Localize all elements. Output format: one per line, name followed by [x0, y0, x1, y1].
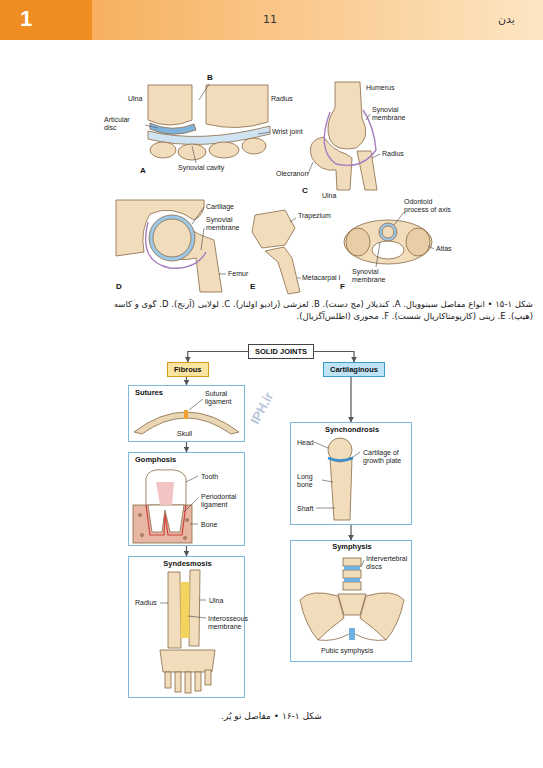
category-box: Fibrous — [167, 362, 209, 377]
panel-heading: Synchondrosis — [325, 426, 379, 435]
part-label: Head — [297, 439, 314, 447]
part-label: Intervertebral discs — [366, 555, 410, 571]
part-label: Ulna — [322, 192, 336, 200]
part-label: Synovial cavity — [178, 164, 224, 172]
part-label: Synovial membrane — [352, 268, 394, 284]
part-label: Radius — [271, 95, 293, 103]
part-label: Cartilage — [206, 203, 234, 211]
part-label: Metacarpal I — [302, 274, 341, 282]
connector-arrow — [186, 442, 187, 452]
root-box: SOLID JOINTS — [248, 344, 314, 359]
leader-lines — [308, 114, 380, 174]
part-label: Radius — [382, 150, 404, 158]
figure-caption: شکل ۱-۱۵ • انواع مفاصل سینوویال. A. کندی… — [108, 298, 533, 323]
connector-arrow — [188, 352, 248, 363]
panel-heading: Symphysis — [332, 543, 372, 552]
box-label: SOLID JOINTS — [249, 345, 313, 358]
part-label: Cartilage of growth plate — [363, 449, 409, 465]
part-label: Synovial membrane — [372, 106, 412, 122]
joint-panel: SynchondrosisHeadCartilage of growth pla… — [290, 422, 412, 525]
page-header: 11 — [263, 14, 277, 25]
panel-letter: A — [140, 166, 146, 175]
part-label: Skull — [177, 430, 192, 438]
part-label: Wrist joint — [272, 128, 303, 136]
synchondrosis-figure — [314, 438, 360, 520]
connector-arrow — [186, 546, 187, 556]
connector-arrow — [186, 377, 187, 385]
panel-letter: E — [250, 282, 255, 291]
connector-arrow — [350, 525, 351, 540]
part-label: Olecranon — [276, 170, 308, 178]
page-header: بدن — [498, 14, 515, 25]
chapter-number: 1 — [20, 8, 32, 30]
chapter-tab — [0, 0, 92, 40]
panel-letter: B — [207, 73, 213, 82]
part-label: Trapezium — [298, 212, 331, 220]
part-label: Long bone — [297, 473, 323, 489]
saddle-joint — [252, 210, 301, 294]
part-label: Atlas — [436, 245, 452, 253]
part-label: Tooth — [201, 473, 218, 481]
part-label: Synovial membrane — [206, 216, 240, 232]
part-label: Ulna — [209, 597, 223, 605]
part-label: Odontoid process of axis — [404, 198, 454, 214]
elbow-joint — [311, 82, 378, 190]
part-label: Sutural ligament — [205, 390, 243, 406]
syndesmosis-figure — [160, 570, 215, 693]
part-label: Periodontal ligament — [201, 493, 243, 509]
watermark: IPH.ir — [248, 390, 277, 427]
leader-lines — [145, 84, 270, 163]
joint-panel: Sutures Sutural ligamentSkull — [128, 385, 245, 442]
category-box: Cartilaginous — [323, 362, 385, 377]
joint-panel: SyndesmosisRadius UlnaInterosseous membra… — [128, 556, 245, 698]
gomphosis-figure — [133, 470, 198, 543]
panel-heading: Gomphosis — [135, 456, 176, 465]
part-label: Articular disc — [104, 116, 144, 132]
connector-arrow — [350, 377, 351, 422]
pivot-joint — [344, 212, 434, 267]
figure-caption: شکل ۱-۱۶ • مفاصل تو پُر. — [0, 711, 543, 721]
part-label: Femur — [228, 270, 248, 278]
part-label: Ulna — [128, 95, 142, 103]
part-label: Humerus — [366, 84, 394, 92]
part-label: Interosseous membrane — [208, 615, 243, 631]
symphysis-figure — [300, 558, 404, 640]
panel-letter: F — [340, 282, 345, 291]
part-label: Radius — [135, 599, 157, 607]
box-label: Fibrous — [168, 363, 208, 376]
part-label: Pubic symphysis — [321, 647, 373, 655]
joint-panel: SymphysisIntervertebral discsPubic symph… — [290, 540, 412, 662]
box-label: Cartilaginous — [324, 363, 384, 376]
hip-joint — [116, 200, 222, 292]
part-label: Bone — [201, 521, 217, 529]
joint-panel: GomphosisToothPeriodontal ligamentBone — [128, 452, 245, 546]
panel-letter: D — [116, 282, 122, 291]
part-label: Shaft — [297, 505, 313, 513]
panel-heading: Syndesmosis — [163, 560, 211, 569]
wrist-joint — [148, 85, 270, 160]
panel-letter: C — [302, 186, 308, 195]
connector-arrow — [314, 352, 354, 363]
panel-heading: Sutures — [135, 389, 163, 398]
